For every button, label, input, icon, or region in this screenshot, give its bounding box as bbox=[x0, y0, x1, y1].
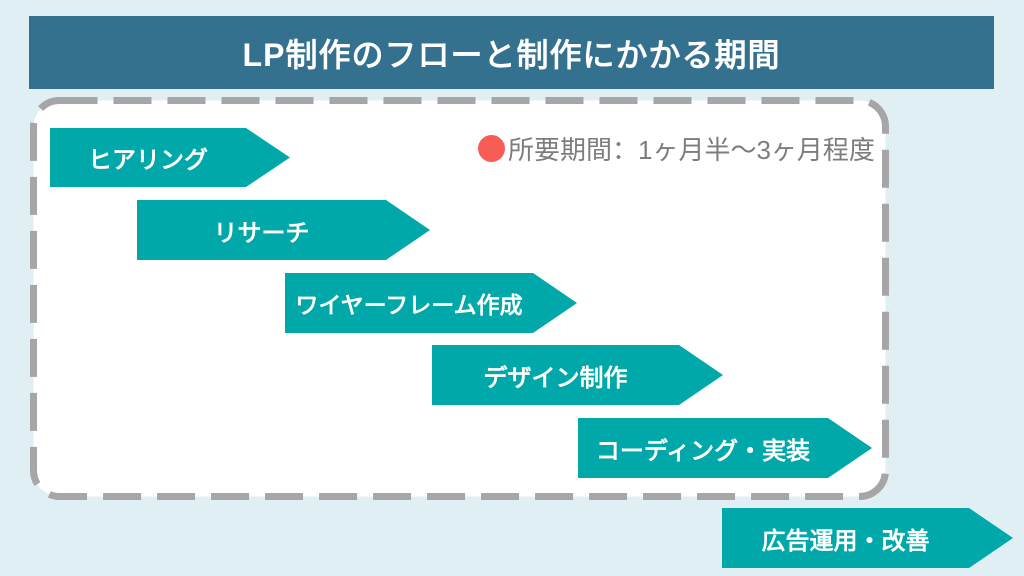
step-wireframe-label: ワイヤーフレーム作成 bbox=[295, 292, 523, 318]
step-coding-label: コーディング・実装 bbox=[595, 437, 811, 465]
step-ad-operation: 広告運用・改善 bbox=[722, 508, 1013, 568]
title-bar: LP制作のフローと制作にかかる期間 bbox=[29, 16, 994, 89]
step-ad-operation-label: 広告運用・改善 bbox=[761, 527, 930, 555]
step-wireframe: ワイヤーフレーム作成 bbox=[285, 273, 577, 333]
step-coding: コーディング・実装 bbox=[578, 418, 872, 478]
step-research-label: リサーチ bbox=[213, 219, 310, 247]
step-research: リサーチ bbox=[137, 200, 430, 260]
step-hearing: ヒアリング bbox=[50, 128, 290, 187]
duration-note: 所要期間：1ヶ月半～3ヶ月程度 bbox=[478, 134, 875, 165]
duration-note-text: 所要期間：1ヶ月半～3ヶ月程度 bbox=[508, 134, 875, 165]
step-hearing-label: ヒアリング bbox=[88, 147, 208, 174]
step-design: デザイン制作 bbox=[432, 345, 723, 405]
red-circle-icon bbox=[478, 134, 505, 162]
page-title: LP制作のフローと制作にかかる期間 bbox=[242, 36, 781, 73]
step-design-label: デザイン制作 bbox=[483, 364, 628, 392]
